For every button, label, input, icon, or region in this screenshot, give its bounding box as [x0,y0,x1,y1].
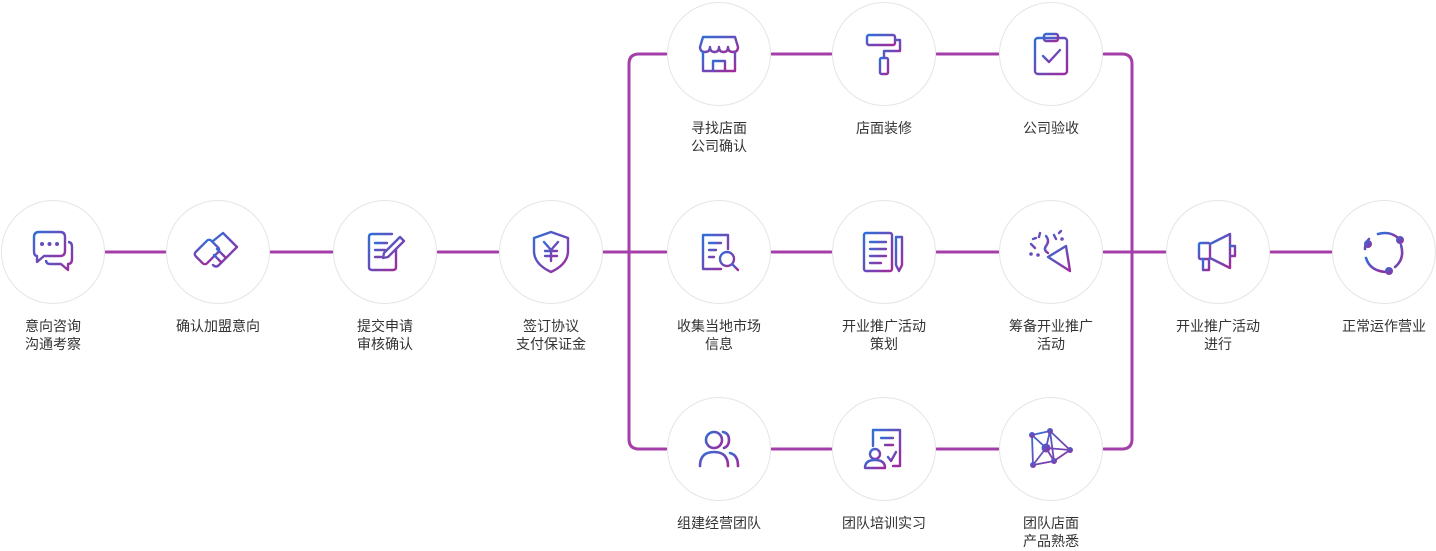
step-label: 开业推广活动 策划 [842,319,926,353]
chat-bubbles-icon [32,230,74,272]
step-node-find-store [667,2,771,106]
step-node-prepare-promo [999,200,1103,304]
step-label: 确认加盟意向 [176,319,260,335]
step-node-promo-launch [1166,200,1270,304]
step-label: 店面装修 [856,121,912,137]
cycle-icon [1363,231,1404,275]
step-label: 意向咨询 沟通考察 [25,319,81,353]
notepad-pen-icon [862,231,904,273]
network-icon [1029,428,1073,468]
paint-roller-icon [865,33,902,76]
document-search-icon [701,233,740,272]
yuan-shield-icon [532,230,570,274]
merge-bracket [1102,52,1134,451]
trainee-icon [863,428,902,470]
step-label: 寻找店面 公司确认 [691,121,747,155]
step-node-consult [1,200,105,304]
step-label: 公司验收 [1023,121,1079,137]
step-label: 签订协议 支付保证金 [516,319,586,353]
storefront-icon [698,35,740,73]
step-label: 提交申请 审核确认 [357,319,413,353]
step-label: 开业推广活动 进行 [1176,319,1260,353]
handshake-icon [193,231,239,268]
team-icon [698,430,740,468]
step-label: 收集当地市场 信息 [677,319,761,353]
step-node-sign-agreement [499,200,603,304]
clipboard-check-icon [1033,32,1069,76]
split-bracket [627,52,668,451]
step-node-build-team [667,397,771,501]
step-node-confirm-intent [166,200,270,304]
step-node-submit-application [333,200,437,304]
step-node-store-familiarization [999,397,1103,501]
step-node-promo-planning [832,200,936,304]
step-label: 组建经营团队 [677,516,761,532]
step-node-normal-operation [1332,200,1436,304]
step-label: 筹备开业推广 活动 [1009,319,1093,353]
step-node-team-training [832,397,936,501]
edit-document-icon [367,232,406,272]
step-node-decoration [832,2,936,106]
step-label: 团队培训实习 [842,516,926,532]
step-node-market-research [667,200,771,304]
step-node-inspection [999,2,1103,106]
megaphone-icon [1197,232,1237,272]
party-popper-icon [1029,229,1072,273]
step-label: 团队店面 产品熟悉 [1023,516,1079,550]
step-label: 正常运作营业 [1342,319,1426,335]
